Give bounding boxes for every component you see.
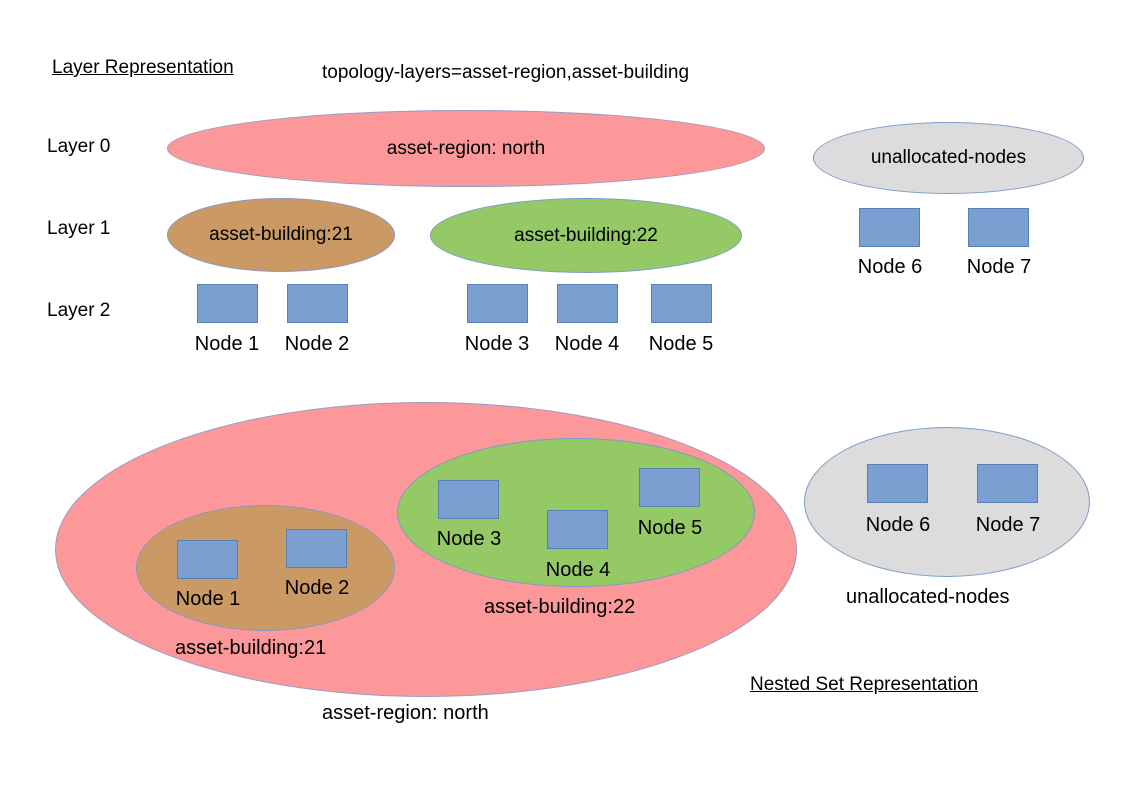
nested-building22-label: asset-building:22 — [484, 596, 636, 618]
node-1-label-layer: Node 1 — [194, 333, 260, 355]
node-6-label-nested: Node 6 — [865, 514, 931, 536]
layer1-building21-label: asset-building:21 — [209, 224, 353, 245]
layer1-building22-ellipse: asset-building:22 — [430, 198, 742, 273]
node-4-label-nested: Node 4 — [545, 559, 611, 581]
node-6-rect-nested — [867, 464, 928, 503]
node-7-label-nested: Node 7 — [975, 514, 1041, 536]
node-2-label-layer: Node 2 — [284, 333, 350, 355]
node-6-rect-layer — [859, 208, 920, 247]
node-1-rect-layer — [197, 284, 258, 323]
node-3-label-nested: Node 3 — [436, 528, 502, 550]
layer-0-label: Layer 0 — [47, 136, 111, 157]
nested-unallocated-label: unallocated-nodes — [846, 586, 1010, 608]
nested-set-representation-title: Nested Set Representation — [750, 674, 979, 695]
node-2-rect-layer — [287, 284, 348, 323]
layer-2-label: Layer 2 — [47, 300, 111, 321]
layer-unallocated-ellipse: unallocated-nodes — [813, 122, 1084, 194]
nested-building21-ellipse — [136, 505, 395, 631]
node-2-rect-nested — [286, 529, 347, 568]
layer1-building22-label: asset-building:22 — [514, 224, 658, 246]
node-7-rect-nested — [977, 464, 1038, 503]
node-5-label-nested: Node 5 — [637, 517, 703, 539]
layer-1-label: Layer 1 — [47, 218, 111, 239]
node-4-label-layer: Node 4 — [554, 333, 620, 355]
layer0-region-ellipse: asset-region: north — [167, 110, 765, 187]
node-5-label-layer: Node 5 — [648, 333, 714, 355]
topology-layers-text: topology-layers=asset-region,asset-build… — [322, 62, 690, 83]
node-3-rect-nested — [438, 480, 499, 519]
layer0-region-label: asset-region: north — [386, 137, 546, 159]
nested-unallocated-ellipse — [804, 427, 1090, 577]
node-5-rect-nested — [639, 468, 700, 507]
node-6-label-layer: Node 6 — [857, 256, 923, 278]
layer1-building21-ellipse: asset-building:21 — [167, 198, 395, 272]
node-4-rect-layer — [557, 284, 618, 323]
nested-region-label: asset-region: north — [322, 702, 489, 724]
node-1-rect-nested — [177, 540, 238, 579]
node-1-label-nested: Node 1 — [175, 588, 241, 610]
node-7-rect-layer — [968, 208, 1029, 247]
node-4-rect-nested — [547, 510, 608, 549]
layer-unallocated-label: unallocated-nodes — [870, 147, 1027, 168]
node-3-label-layer: Node 3 — [464, 333, 530, 355]
node-7-label-layer: Node 7 — [966, 256, 1032, 278]
node-3-rect-layer — [467, 284, 528, 323]
layer-representation-title: Layer Representation — [52, 57, 234, 78]
node-2-label-nested: Node 2 — [284, 577, 350, 599]
nested-building21-label: asset-building:21 — [175, 637, 327, 659]
node-5-rect-layer — [651, 284, 712, 323]
